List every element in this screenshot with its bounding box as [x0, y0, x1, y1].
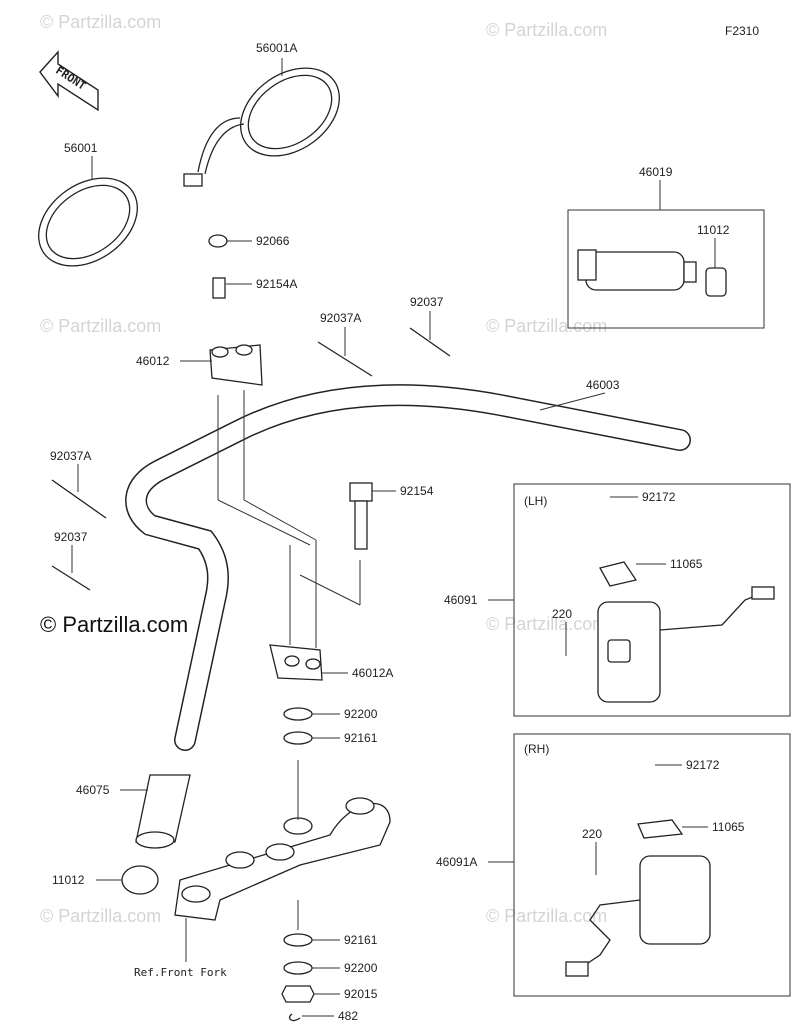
label-92161-bottom: 92161 — [344, 933, 378, 947]
label-46091A: 46091A — [436, 855, 477, 869]
label-46075: 46075 — [76, 783, 110, 797]
label-92172-lh: 92172 — [642, 490, 676, 504]
label-46012: 46012 — [136, 354, 170, 368]
throttle-grip-box — [567, 209, 765, 329]
watermarks: © Partzilla.com © Partzilla.com © Partzi… — [40, 12, 607, 926]
figure-code: F2310 — [725, 24, 759, 38]
label-46019: 46019 — [639, 165, 673, 179]
rod-92037-top — [409, 327, 451, 357]
holder-46012 — [209, 344, 263, 386]
cap-11012-bottom — [121, 865, 159, 895]
label-46003: 46003 — [586, 378, 620, 392]
label-92200-bottom: 92200 — [344, 961, 378, 975]
grip-46075 — [135, 774, 191, 849]
upper-bracket — [174, 797, 391, 921]
label-56001: 56001 — [64, 141, 98, 155]
ref-front-fork-label: Ref.Front Fork — [134, 966, 227, 979]
label-92015: 92015 — [344, 987, 378, 1001]
rh-group-label: (RH) — [524, 742, 549, 756]
bolt-92154A — [212, 277, 226, 299]
label-92154: 92154 — [400, 484, 434, 498]
rod-92037A-top — [317, 341, 373, 377]
label-11065-lh: 11065 — [670, 557, 703, 571]
bolt-92154 — [349, 482, 373, 550]
label-92037A-top: 92037A — [320, 311, 361, 325]
watermark-bottom-right: © Partzilla.com — [486, 906, 607, 926]
label-92172-rh: 92172 — [686, 758, 720, 772]
lh-group-label: (LH) — [524, 494, 547, 508]
leader-lines — [71, 58, 716, 1017]
main-watermark: © Partzilla.com — [40, 612, 188, 637]
rh-switch-box — [513, 733, 791, 997]
label-46012A: 46012A — [352, 666, 393, 680]
watermark-mid-right: © Partzilla.com — [486, 316, 607, 336]
label-220-lh: 220 — [552, 607, 572, 621]
label-92200-top: 92200 — [344, 707, 378, 721]
cap-92066 — [208, 234, 228, 248]
watermark-bottom-left: © Partzilla.com — [40, 906, 161, 926]
label-92066: 92066 — [256, 234, 290, 248]
clip-482 — [288, 1013, 301, 1022]
label-46091: 46091 — [444, 593, 478, 607]
washer-92200-bottom — [283, 961, 313, 975]
label-92037-top: 92037 — [410, 295, 444, 309]
washer-92161-top — [283, 731, 313, 745]
watermark-top-left: © Partzilla.com — [40, 12, 161, 32]
handlebar-46003 — [125, 384, 691, 751]
cover-11065-lh — [599, 561, 638, 587]
rod-92037A-left — [51, 479, 107, 519]
watermark-lower-right: © Partzilla.com — [486, 614, 607, 634]
switch-housing-46091 — [597, 586, 775, 703]
label-11065-rh: 11065 — [712, 820, 745, 834]
nut-92015 — [281, 985, 315, 1003]
cover-11065-rh — [637, 819, 684, 839]
holder-46012A — [269, 644, 323, 681]
part-labels: 56001A 56001 92066 92154A 46012 92037A 9… — [50, 41, 745, 1023]
label-92037A-left: 92037A — [50, 449, 91, 463]
label-92154A: 92154A — [256, 277, 297, 291]
label-11012-top: 11012 — [697, 223, 730, 237]
front-arrow-icon: FRONT — [39, 50, 99, 112]
label-92037-left: 92037 — [54, 530, 88, 544]
washer-92161-bottom — [283, 933, 313, 947]
mirror-left-56001 — [38, 177, 138, 267]
switch-housing-46091A — [565, 855, 711, 977]
label-482: 482 — [338, 1009, 358, 1023]
throttle-grip-46019 — [577, 249, 727, 297]
washer-92200-top — [283, 707, 313, 721]
label-220-rh: 220 — [582, 827, 602, 841]
mirror-right-56001A — [183, 67, 340, 187]
label-11012-bottom: 11012 — [52, 873, 85, 887]
watermark-top-right: © Partzilla.com — [486, 20, 607, 40]
watermark-mid-left: © Partzilla.com — [40, 316, 161, 336]
label-56001A: 56001A — [256, 41, 297, 55]
rod-92037-left — [51, 565, 91, 591]
label-92161-top: 92161 — [344, 731, 378, 745]
